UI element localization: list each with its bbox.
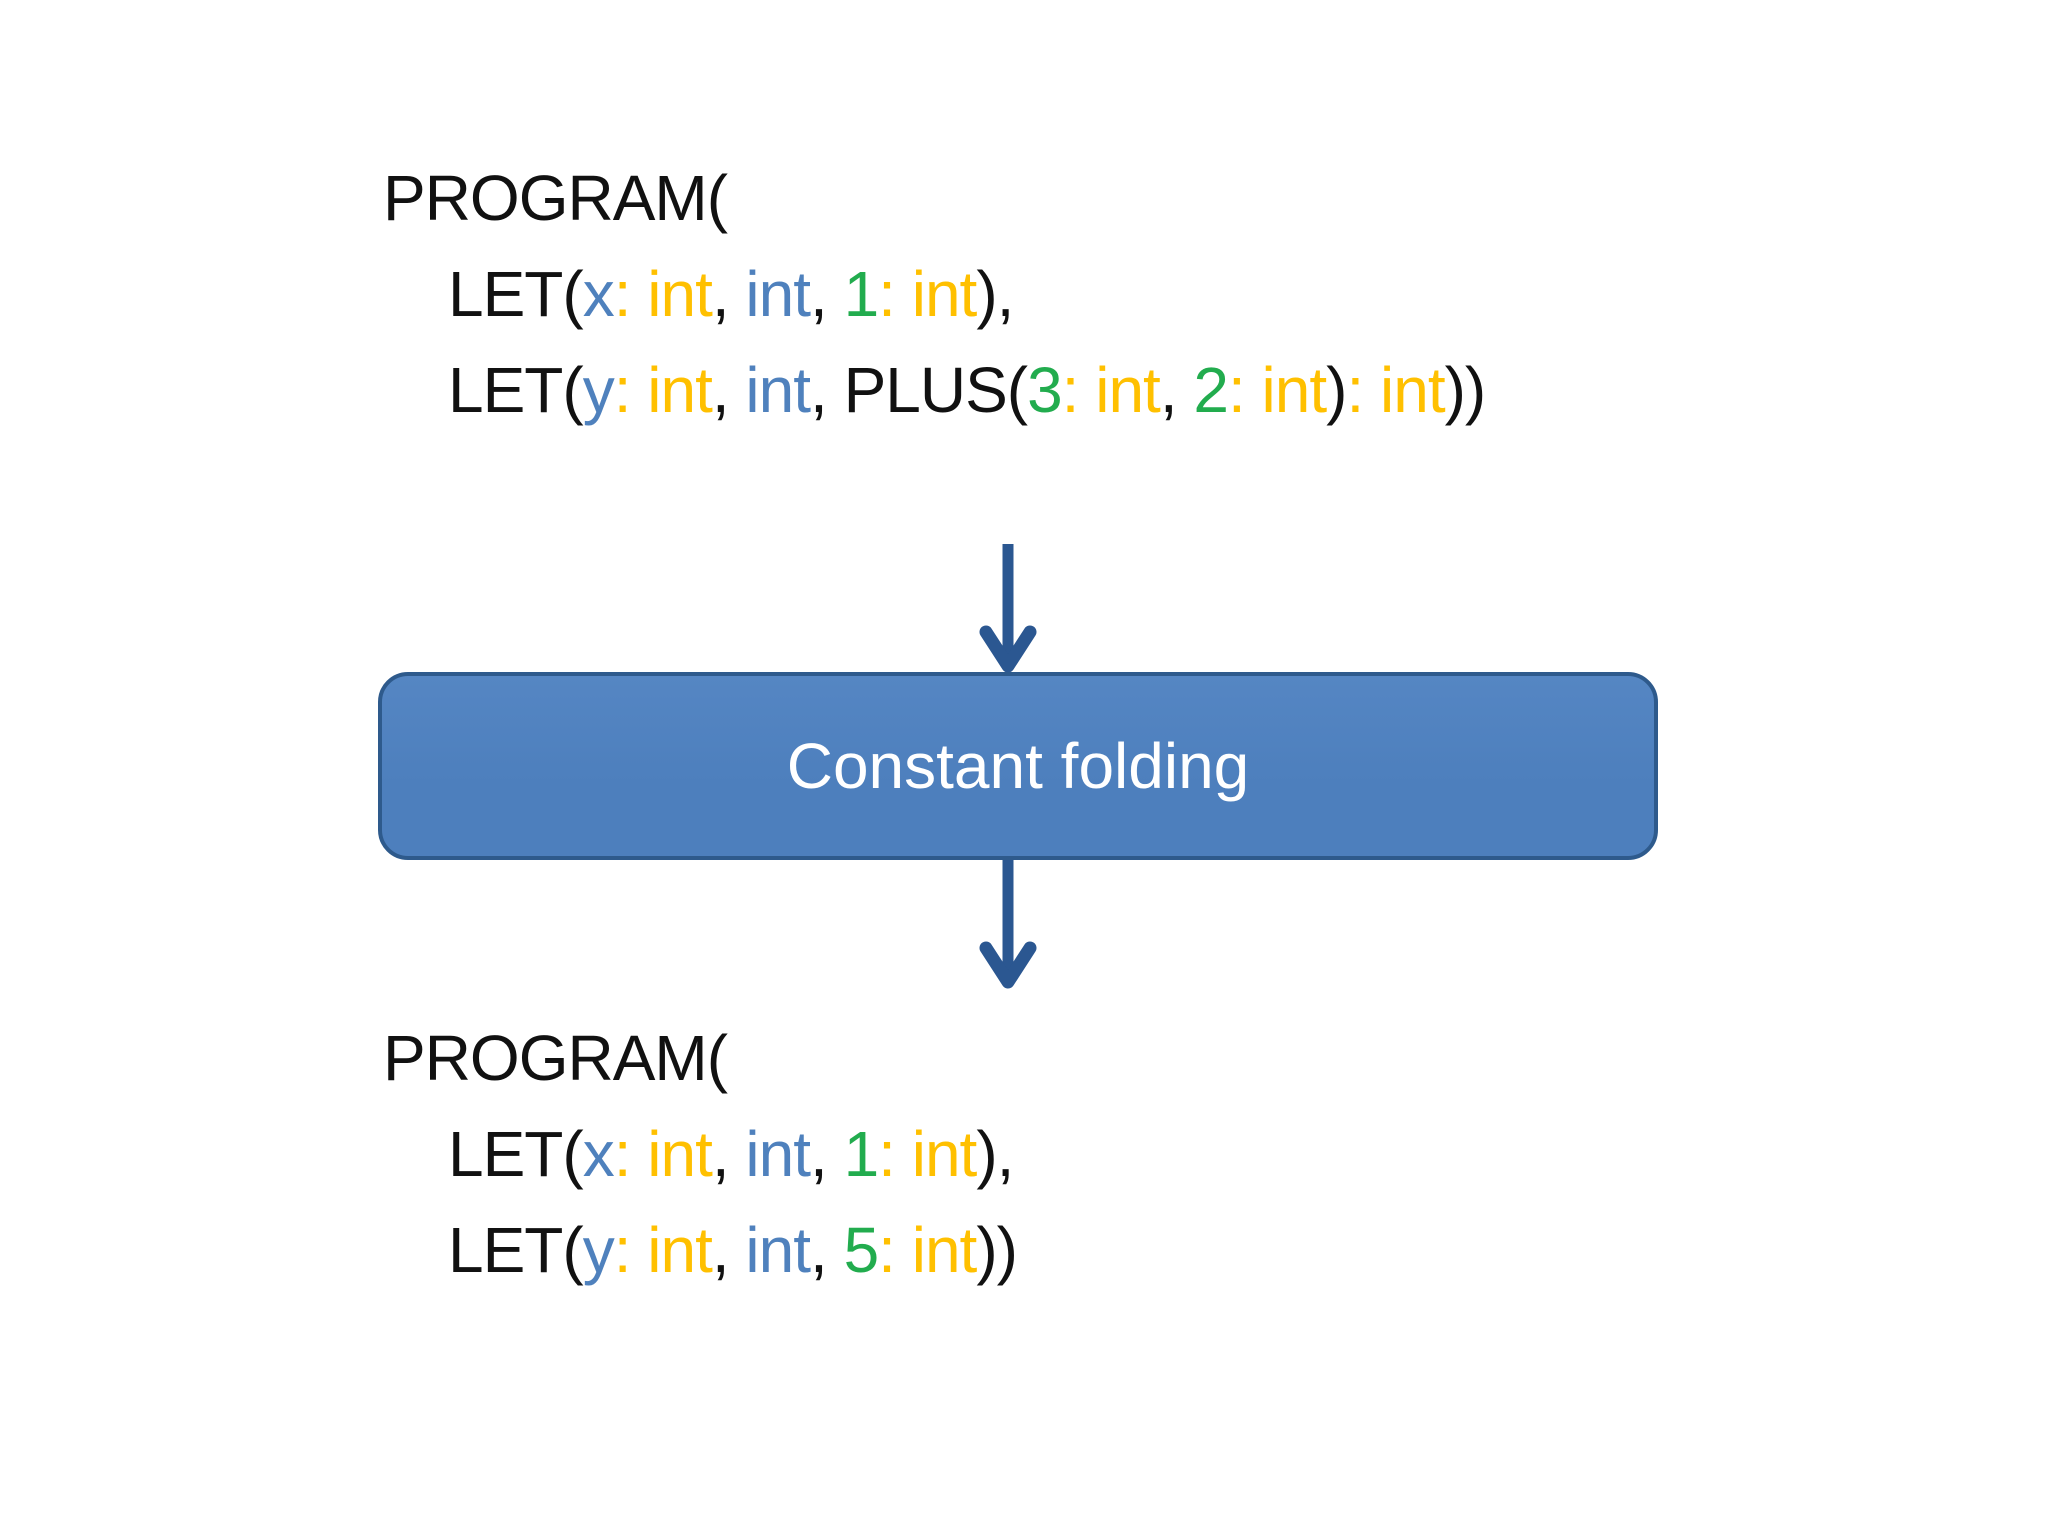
code-token: LET( [448,1214,584,1286]
code-line: LET(x: int, int, 1: int), [383,246,1485,342]
code-token: : [878,258,912,330]
code-token: , [1159,354,1194,426]
code-token: PROGRAM( [383,162,728,234]
code-token: int [745,258,811,330]
code-token: int [745,1118,811,1190]
code-token: : [613,1214,648,1286]
code-token: : [878,1214,912,1286]
code-token: 1 [843,258,880,330]
code-token: int [1261,354,1328,426]
code-token: ), [976,1118,1014,1190]
code-token: int [647,1214,713,1286]
code-token: ) [1326,354,1347,426]
code-token: , [810,354,844,426]
constant-folding-box: Constant folding [378,672,1658,860]
code-line: PROGRAM( [383,150,1485,246]
constant-folding-label: Constant folding [786,730,1250,802]
code-block-after: PROGRAM(LET(x: int, int, 1: int),LET(y: … [383,1010,1018,1298]
code-token: int [911,1118,978,1190]
code-token: , [711,1214,746,1286]
code-token: )) [1444,354,1487,426]
code-token: 1 [843,1118,880,1190]
code-token: x [582,1118,615,1190]
code-line: LET(y: int, int, 5: int)) [383,1202,1018,1298]
code-token: , [711,1118,746,1190]
code-token: y [582,1214,615,1286]
code-token: int [647,354,713,426]
arrow-down-icon [979,860,1037,989]
code-token: int [745,354,811,426]
code-token: int [745,1214,811,1286]
code-token: , [711,258,746,330]
code-token: : [613,354,648,426]
code-token: : [1227,354,1262,426]
code-token: int [647,258,713,330]
code-token: x [582,258,615,330]
code-token: int [647,1118,713,1190]
code-token: , [810,258,844,330]
code-token: LET( [448,1118,584,1190]
code-block-before: PROGRAM(LET(x: int, int, 1: int),LET(y: … [383,150,1487,438]
code-token: , [810,1118,844,1190]
code-line: LET(x: int, int, 1: int), [383,1106,1017,1202]
code-token: PROGRAM( [383,1022,728,1094]
code-token: 5 [843,1214,880,1286]
code-token: ), [976,258,1014,330]
arrow-down-icon [979,544,1037,673]
code-token: int [911,258,978,330]
code-token: , [810,1214,844,1286]
code-token: LET( [448,354,584,426]
code-token: : [613,258,648,330]
code-token: 3 [1027,354,1063,426]
code-token: PLUS( [843,354,1028,426]
code-token: : [613,1118,648,1190]
code-token: int [911,1214,978,1286]
code-token: : [1346,354,1380,426]
code-token: )) [976,1214,1018,1286]
code-line: LET(y: int, int, PLUS(3: int, 2: int): i… [383,342,1487,438]
code-token: int [1095,354,1161,426]
code-token: int [1380,354,1446,426]
code-token: : [878,1118,912,1190]
code-token: y [582,354,615,426]
code-line: PROGRAM( [383,1010,1017,1106]
code-token: 2 [1193,354,1229,426]
code-token: , [711,354,746,426]
code-token: : [1061,354,1096,426]
code-token: LET( [448,258,584,330]
